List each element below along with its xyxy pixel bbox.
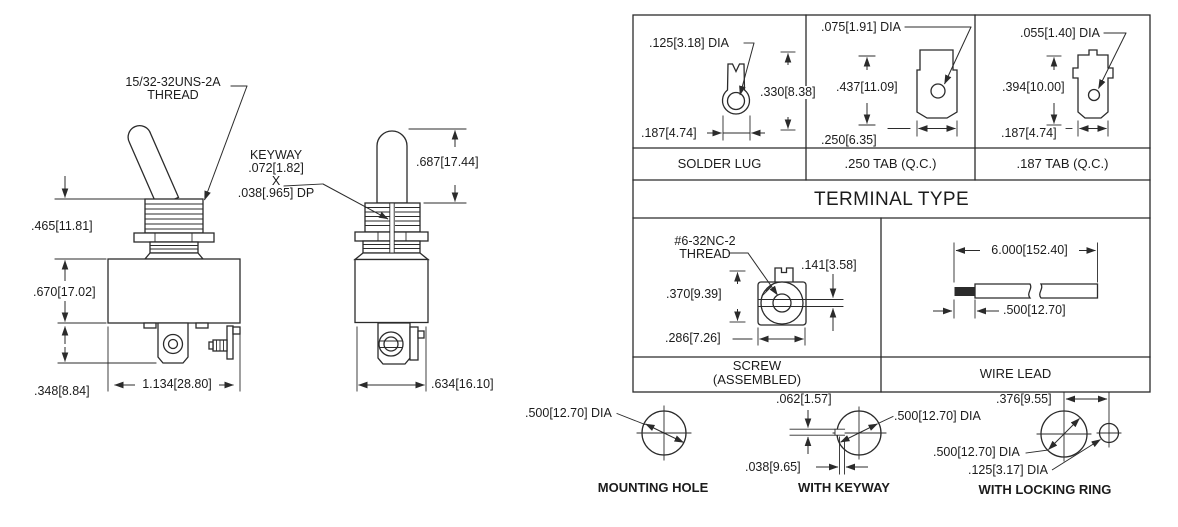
dim-front-body-height: .670[17.02] bbox=[31, 285, 98, 299]
table-label-screw: SCREW (ASSEMBLED) bbox=[633, 359, 881, 386]
dim-tab-187-width: .187[4.74] bbox=[1001, 126, 1057, 140]
screw-thread-label: #6-32NC-2 THREAD bbox=[671, 235, 739, 261]
dim-front-terminal-height: .348[8.84] bbox=[34, 384, 90, 398]
screw-thread-label-line2: THREAD bbox=[679, 246, 731, 261]
dim-solder-lug-height: .330[8.38] bbox=[758, 85, 818, 99]
side-view-drawing bbox=[353, 130, 430, 365]
side-keyway-label-line3: X bbox=[271, 173, 281, 188]
dim-solder-lug-dia: .125[3.18] DIA bbox=[649, 36, 729, 50]
side-keyway-label-line2: .072[1.82] bbox=[248, 160, 304, 175]
front-thread-label-line1: 15/32-32UNS-2A bbox=[125, 75, 221, 89]
dim-mounting-hole-dia: .500[12.70] DIA bbox=[525, 406, 612, 420]
front-view-dimensions bbox=[54, 85, 248, 392]
terminal-table-grid bbox=[632, 14, 1151, 393]
dim-locking-ring-hole-dia: .500[12.70] DIA bbox=[933, 445, 1020, 459]
front-thread-label: 15/32-32UNS-2A THREAD bbox=[109, 76, 237, 102]
dim-tab-187-dia: .055[1.40] DIA bbox=[1020, 26, 1100, 40]
dim-keyway-hole-dia: .500[12.70] DIA bbox=[894, 409, 981, 423]
dim-tab-187-height: .394[10.00] bbox=[1000, 80, 1067, 94]
caption-with-keyway: WITH KEYWAY bbox=[798, 480, 890, 495]
dim-side-body-width: .634[16.10] bbox=[431, 377, 494, 391]
dim-keyway-offset: .038[9.65] bbox=[745, 460, 801, 474]
front-view-drawing bbox=[107, 125, 241, 364]
mounting-hole-drawing bbox=[616, 405, 692, 461]
with-locking-ring-drawing bbox=[1025, 392, 1122, 471]
screw-thread-label-line1: #6-32NC-2 bbox=[674, 234, 736, 248]
dim-locking-ring-distance: .376[9.55] bbox=[996, 392, 1052, 406]
dim-tab-250-width: .250[6.35] bbox=[821, 133, 877, 147]
dim-screw-width: .286[7.26] bbox=[665, 331, 721, 345]
dim-screw-head: .141[3.58] bbox=[801, 258, 857, 272]
caption-with-locking-ring: WITH LOCKING RING bbox=[978, 482, 1112, 497]
side-keyway-label-line4: .038[.965] DP bbox=[237, 186, 315, 201]
table-label-tab-187: .187 TAB (Q.C.) bbox=[1016, 156, 1109, 171]
dim-wire-length: 6.000[152.40] bbox=[980, 244, 1079, 257]
dim-wire-strip: .500[12.70] bbox=[1003, 303, 1066, 317]
table-label-wire-lead: WIRE LEAD bbox=[979, 366, 1052, 381]
dim-side-lever-height: .687[17.44] bbox=[414, 155, 481, 169]
dim-screw-height: .370[9.39] bbox=[666, 287, 722, 301]
tab-250-drawing bbox=[858, 26, 972, 137]
front-thread-label-line2: THREAD bbox=[147, 87, 199, 102]
side-keyway-label-line1: KEYWAY bbox=[249, 148, 303, 162]
with-keyway-drawing bbox=[789, 406, 894, 475]
solder-lug-drawing bbox=[707, 42, 796, 141]
side-view-dimensions bbox=[283, 128, 467, 392]
table-label-solder-lug: SOLDER LUG bbox=[677, 156, 762, 171]
table-label-screw-line2: (ASSEMBLED) bbox=[712, 371, 802, 387]
tab-187-drawing bbox=[1046, 32, 1127, 137]
table-title-terminal-type: TERMINAL TYPE bbox=[813, 189, 970, 210]
dim-front-body-width: 1.134[28.80] bbox=[135, 378, 219, 391]
screw-terminal-drawing bbox=[728, 252, 844, 346]
side-keyway-label: KEYWAY .072[1.82] X .038[.965] DP bbox=[228, 149, 324, 200]
table-label-tab-250: .250 TAB (Q.C.) bbox=[844, 156, 937, 171]
table-label-screw-line1: SCREW bbox=[732, 358, 782, 373]
wire-lead-drawing bbox=[933, 242, 1099, 319]
dim-tab-250-dia: .075[1.91] DIA bbox=[821, 20, 901, 34]
dim-keyway-width: .062[1.57] bbox=[776, 392, 832, 406]
dim-solder-lug-width: .187[4.74] bbox=[641, 126, 697, 140]
dim-tab-250-height: .437[11.09] bbox=[834, 80, 900, 94]
caption-mounting-hole: MOUNTING HOLE bbox=[597, 480, 709, 495]
dim-front-bushing-height: .465[11.81] bbox=[31, 219, 93, 233]
dim-locking-ring-pin-dia: .125[3.17] DIA bbox=[968, 463, 1048, 477]
